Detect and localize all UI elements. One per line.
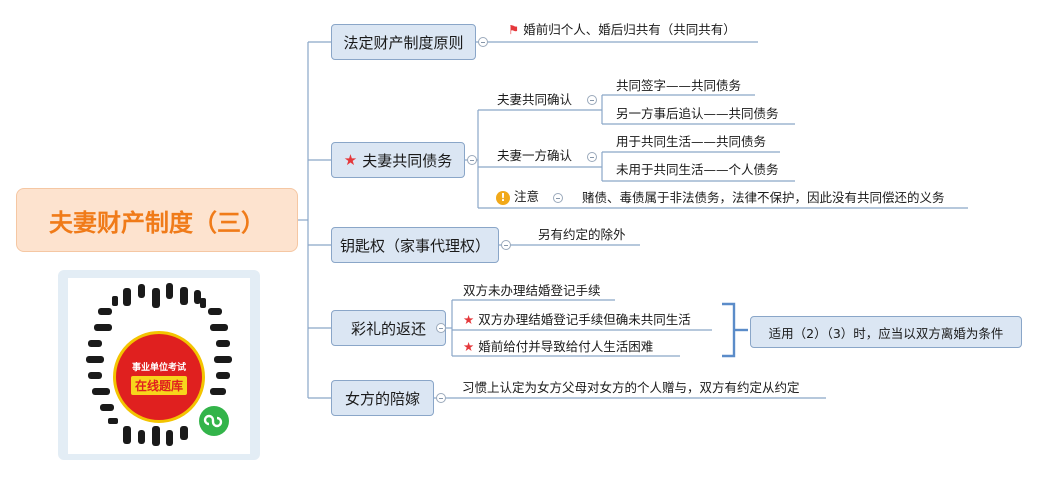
- node-principle-label: 法定财产制度原则: [343, 33, 464, 52]
- gift-item-3-text: 婚前给付并导致给付人生活困难: [478, 339, 654, 354]
- gift-item-2: ★ 双方办理结婚登记手续但确未共同生活: [463, 312, 691, 328]
- gift-item-3: ★ 婚前给付并导致给付人生活困难: [463, 339, 653, 355]
- collapse-icon[interactable]: [587, 152, 597, 162]
- qr-pattern-icon: [86, 283, 232, 446]
- debt-joint-confirm: 夫妻共同确认: [497, 92, 573, 107]
- collapse-icon[interactable]: [553, 193, 563, 203]
- collapse-icon[interactable]: [467, 155, 477, 165]
- warning-icon: !: [496, 190, 510, 205]
- collapse-icon[interactable]: [436, 323, 446, 333]
- qr-center-badge: 事业单位考试 在线题库: [113, 331, 205, 423]
- star-icon: ★: [343, 151, 358, 169]
- node-gift[interactable]: 彩礼的返还: [331, 310, 446, 346]
- debt-single-item-1: 用于共同生活——共同债务: [616, 134, 767, 149]
- debt-note-text: 赌债、毒债属于非法债务，法律不保护，因此没有共同偿还的义务: [582, 190, 945, 205]
- mini-program-icon: [199, 406, 229, 436]
- principle-child: ⚑ 婚前归个人、婚后归共有（共同共有）: [508, 22, 736, 38]
- link-icon: [203, 414, 223, 428]
- debt-single-item-2: 未用于共同生活——个人债务: [616, 162, 779, 177]
- node-dowry-label: 女方的陪嫁: [344, 389, 420, 408]
- node-dowry[interactable]: 女方的陪嫁: [331, 380, 434, 416]
- node-debt-label: 夫妻共同债务: [362, 151, 453, 170]
- flag-icon: ⚑: [508, 22, 520, 37]
- debt-single-confirm: 夫妻一方确认: [497, 148, 573, 163]
- debt-joint-item-2: 另一方事后追认——共同债务: [616, 106, 779, 121]
- qr-top-text: 事业单位考试: [131, 362, 186, 373]
- star-icon: ★: [463, 312, 475, 327]
- qr-badge-text: 在线题库: [130, 375, 187, 395]
- gift-condition-node[interactable]: 适用（2）（3）时，应当以双方离婚为条件: [750, 316, 1022, 348]
- node-key[interactable]: 钥匙权（家事代理权）: [331, 227, 499, 263]
- node-gift-label: 彩礼的返还: [350, 319, 426, 338]
- collapse-icon[interactable]: [436, 393, 446, 403]
- star-icon: ★: [463, 339, 475, 354]
- root-node[interactable]: 夫妻财产制度（三）: [16, 188, 298, 252]
- gift-item-2-text: 双方办理结婚登记手续但确未共同生活: [478, 312, 691, 327]
- node-key-label: 钥匙权（家事代理权）: [339, 236, 490, 255]
- dowry-child: 习惯上认定为女方父母对女方的个人赠与，双方有约定从约定: [462, 380, 800, 395]
- node-principle[interactable]: 法定财产制度原则: [331, 24, 476, 60]
- collapse-icon[interactable]: [587, 95, 597, 105]
- debt-joint-item-1: 共同签字——共同债务: [616, 78, 742, 93]
- principle-child-text: 婚前归个人、婚后归共有（共同共有）: [523, 22, 736, 37]
- node-debt[interactable]: ★ 夫妻共同债务: [331, 142, 465, 178]
- gift-item-1: 双方未办理结婚登记手续: [463, 283, 601, 298]
- collapse-icon[interactable]: [478, 37, 488, 47]
- gift-condition-text: 适用（2）（3）时，应当以双方离婚为条件: [768, 325, 1004, 341]
- debt-note-label: 注意: [513, 189, 539, 204]
- collapse-icon[interactable]: [501, 240, 511, 250]
- debt-note: ! 注意: [496, 189, 539, 205]
- key-child: 另有约定的除外: [538, 227, 626, 242]
